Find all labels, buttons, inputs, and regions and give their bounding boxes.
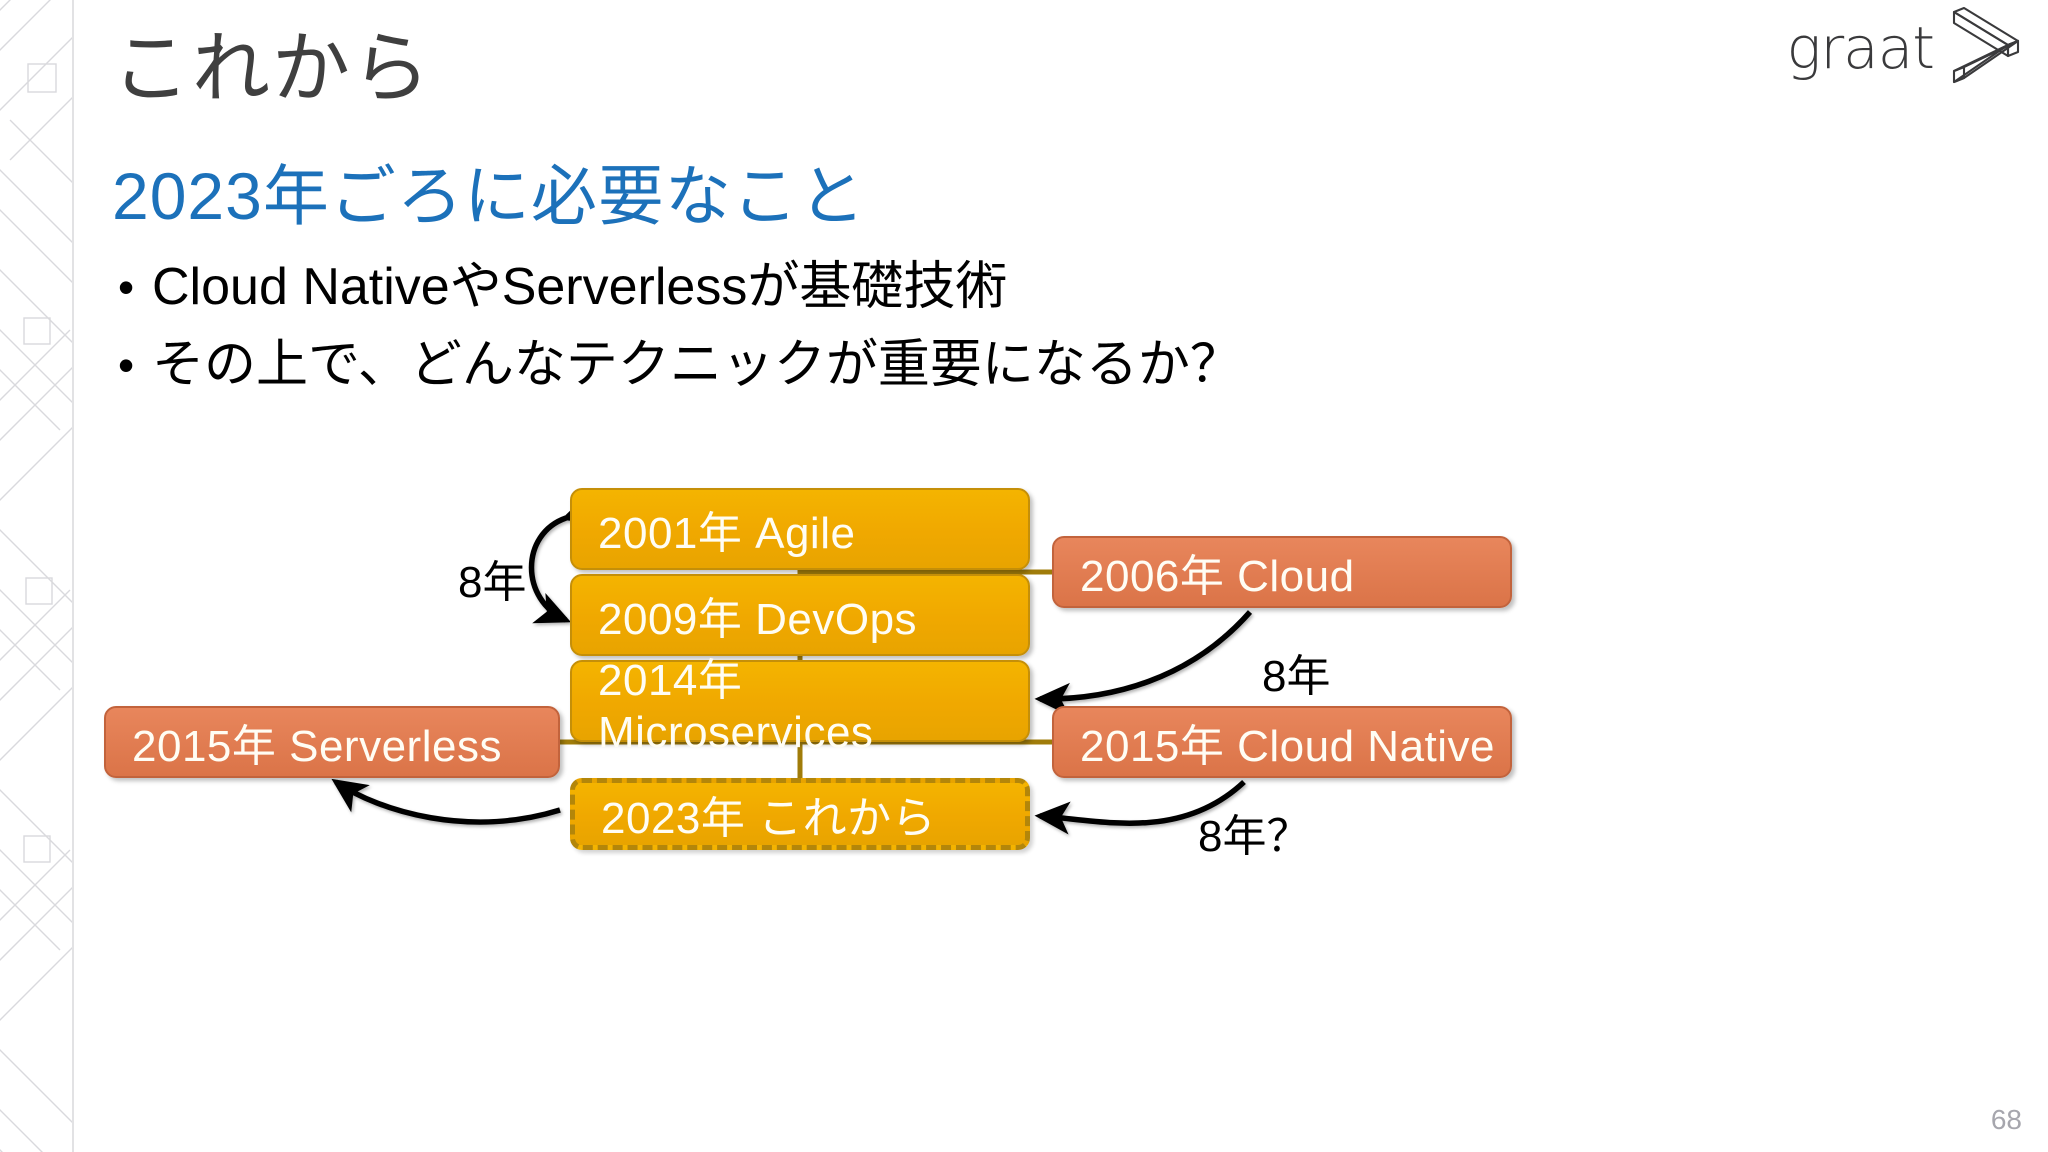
node-agile[interactable]: 2001年 Agile [570,488,1030,570]
node-label: 2006年 Cloud [1080,552,1355,601]
list-item: • Cloud NativeやServerlessが基礎技術 [118,252,1618,322]
node-label: 2001年 Agile [598,509,856,558]
page-subtitle: 2023年ごろに必要なこと [112,159,866,233]
node-label: 2015年 Serverless [132,722,502,771]
node-label: 2014年 Microservices [598,656,874,757]
node-2023-korekara[interactable]: 2023年 これから [570,778,1030,850]
node-cloud[interactable]: 2006年 Cloud [1052,536,1512,608]
gap-label-cloud-microservices: 8年 [1262,652,1331,701]
gap-label-cloudnative-future: 8年？ [1198,812,1311,861]
page-number: 68 [1990,1104,2022,1135]
node-label: 2009年 DevOps [598,595,918,644]
relation-arrows [331,492,1253,835]
bullet-marker-icon: • [118,261,135,313]
gap-label-agile-devops: 8年 [458,558,527,607]
page-title: これから [112,24,433,112]
node-label: 2015年 Cloud Native [1080,722,1496,771]
node-devops[interactable]: 2009年 DevOps [570,574,1030,656]
node-serverless[interactable]: 2015年 Serverless [104,706,560,778]
graat-logo: graat [1787,6,2026,89]
bullet-marker-icon: • [118,339,135,391]
decorative-lattice-pattern [0,0,72,1152]
node-label: 2023年 これから [601,794,937,843]
logo-wordmark: graat [1786,13,1935,82]
left-strip-divider [72,0,74,1152]
chevron-3d-icon [1940,6,2026,89]
node-microservices[interactable]: 2014年 Microservices [570,656,1030,757]
bullet-text: Cloud NativeやServerlessが基礎技術 [152,258,1008,316]
bullet-text: その上で、どんなテクニックが重要になるか？ [152,336,1242,394]
bullet-list: • Cloud NativeやServerlessが基礎技術 • その上で、どん… [118,252,1618,408]
node-cloud-native[interactable]: 2015年 Cloud Native [1052,706,1512,778]
list-item: • その上で、どんなテクニックが重要になるか？ [118,330,1618,400]
